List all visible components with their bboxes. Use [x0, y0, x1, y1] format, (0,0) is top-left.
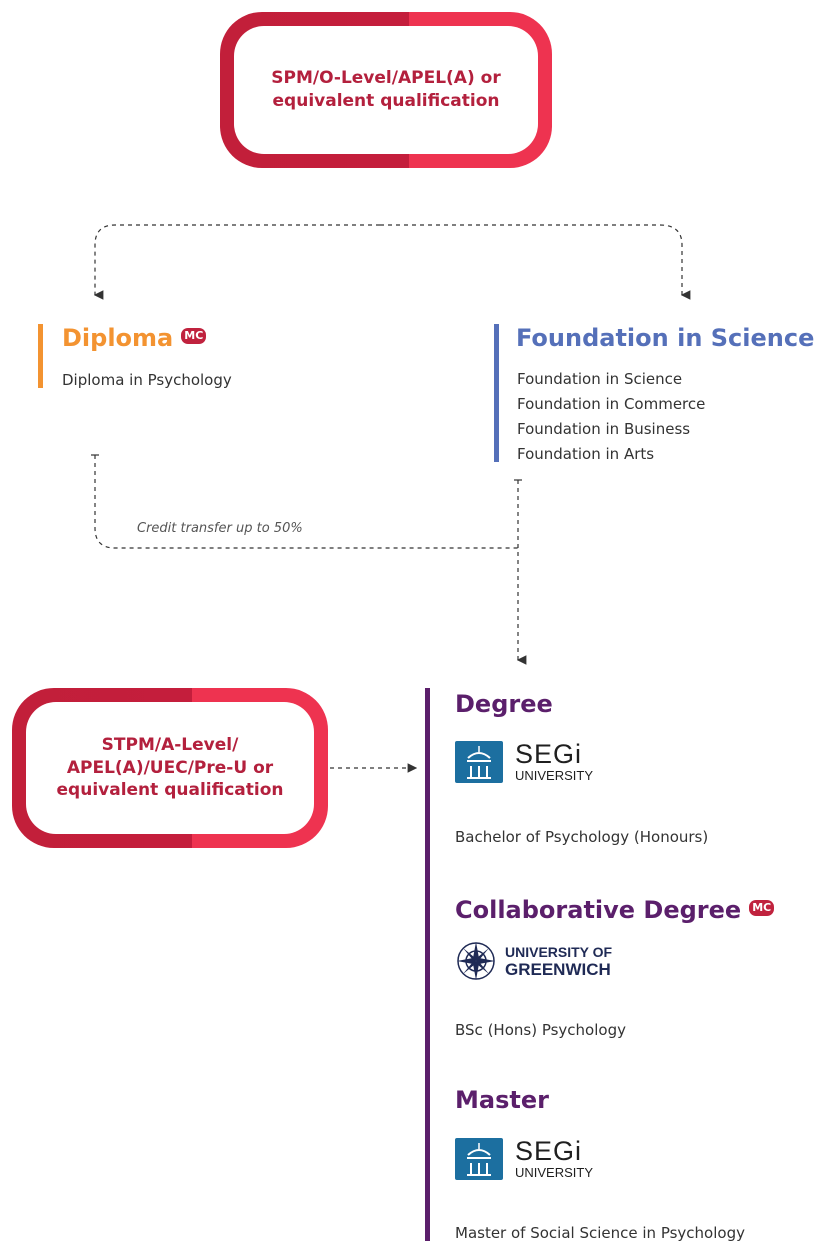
master-program: Master of Social Science in Psychology: [455, 1224, 745, 1242]
mc-badge: MC: [181, 328, 207, 344]
segi-emblem-icon: [455, 1138, 503, 1180]
collaborative-degree-program: BSc (Hons) Psychology: [455, 1021, 626, 1039]
segi-emblem-icon: [455, 741, 503, 783]
split-arrow-left: [93, 224, 380, 300]
foundation-item: Foundation in Arts: [517, 445, 655, 463]
diploma-credit-line: [94, 455, 518, 549]
logo-word: SEGi: [515, 739, 583, 769]
logo-line-1: UNIVERSITY OF: [505, 944, 613, 960]
compass-rose-icon: [457, 942, 495, 980]
university-of-greenwich-logo: UNIVERSITY OF GREENWICH: [455, 940, 612, 982]
entry-requirement-text: STPM/A-Level/ APEL(A)/UEC/Pre-U or equiv…: [56, 734, 284, 801]
foundation-accent-bar: [494, 324, 499, 462]
mc-badge: MC: [749, 900, 775, 916]
entry-requirement-text: SPM/O-Level/APEL(A) or equivalent qualif…: [271, 68, 501, 111]
master-title: Master: [455, 1086, 549, 1114]
degree-title: Degree: [455, 690, 553, 718]
diploma-program: Diploma in Psychology: [62, 371, 232, 389]
logo-line-2: GREENWICH: [505, 960, 611, 979]
foundation-item: Foundation in Commerce: [517, 395, 706, 413]
diploma-accent-bar: [38, 324, 43, 388]
logo-subtitle: UNIVERSITY: [515, 1165, 594, 1180]
credit-transfer-note: Credit transfer up to 50%: [137, 521, 303, 536]
entry-requirement-box-stpm: STPM/A-Level/ APEL(A)/UEC/Pre-U or equiv…: [12, 688, 328, 848]
degree-program: Bachelor of Psychology (Honours): [455, 828, 709, 846]
pathway-accent-line: [425, 688, 430, 1241]
foundation-item: Foundation in Business: [517, 420, 691, 438]
segi-university-logo: SEGi UNIVERSITY: [455, 1138, 593, 1180]
segi-university-logo: SEGi UNIVERSITY: [455, 741, 593, 783]
split-arrow-right: [380, 224, 691, 300]
foundation-title: Foundation in Science: [516, 324, 815, 352]
entry-requirement-box-spm: SPM/O-Level/APEL(A) or equivalent qualif…: [220, 12, 552, 168]
logo-subtitle: UNIVERSITY: [515, 768, 594, 783]
logo-word: SEGi: [515, 1136, 583, 1166]
foundation-item: Foundation in Science: [517, 370, 683, 388]
